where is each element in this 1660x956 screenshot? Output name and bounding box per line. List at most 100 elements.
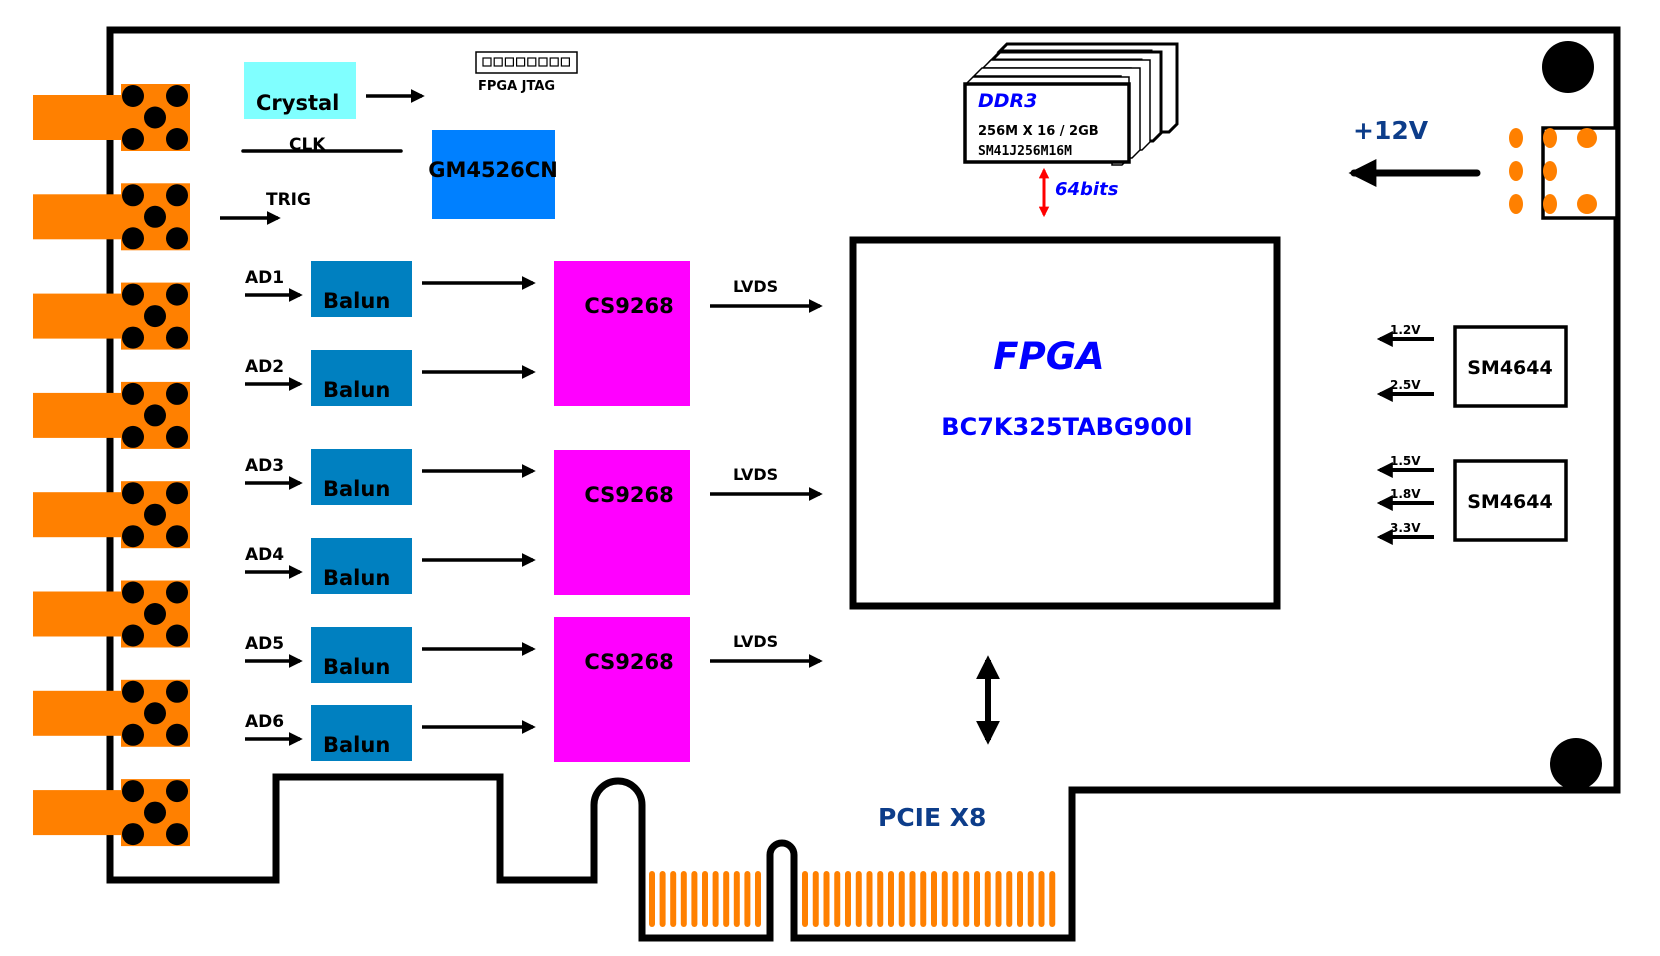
sma-pin [166,326,188,349]
gold-finger [744,871,751,927]
jtag-pin [493,57,503,67]
lvds-label: LVDS [733,277,778,296]
balun-block [311,449,412,505]
pcie-label: PCIE X8 [878,803,986,832]
balun-label: Balun [323,733,390,757]
sma-connector [33,580,190,648]
sma-pin [166,128,188,150]
sma-pin [122,780,144,803]
sma-pin [144,404,166,427]
crystal-label: Crystal [256,91,339,115]
sma-connector [33,679,190,747]
sma-connector [33,282,190,350]
sma-pin [144,305,166,328]
gold-finger [1049,871,1056,927]
jtag-pin [538,57,548,67]
sma-pin [166,823,188,846]
jtag-pin [549,57,559,67]
gold-finger [659,871,666,927]
mounting-hole-bottom [1550,738,1602,790]
power-connector [1509,126,1619,220]
balun-block [311,705,412,761]
channel-input-label: AD6 [245,712,284,732]
fpga-block [849,236,1281,610]
ddr3-memory-stack [963,42,1179,166]
adc-chip: CS9268 LVDS [554,261,823,406]
adc-label: CS9268 [584,483,673,507]
gold-finger [823,871,830,927]
sma-connectors [33,84,190,847]
sma-pin [166,525,188,548]
balun-block [311,627,412,683]
adc-label: CS9268 [584,650,673,674]
gold-finger [680,871,687,927]
rail-voltage-label: 3.3V [1390,521,1421,535]
sma-pin [122,326,144,349]
sma-pin [166,227,188,250]
gold-finger [733,871,740,927]
jtag-pin [560,57,571,67]
fpga-part: BC7K325TABG900I [941,413,1192,441]
adc-label: CS9268 [584,294,673,318]
balun-block [311,350,412,406]
gold-finger [877,871,884,927]
sma-pin [122,624,144,647]
sma-pin [166,85,188,107]
gold-finger [866,871,873,927]
sma-pin [122,382,144,405]
gold-finger [920,871,927,927]
gold-finger [995,871,1002,927]
gold-finger [898,871,905,927]
jtag-label: FPGA JTAG [478,79,555,94]
adc-block [554,617,690,762]
jtag-header[interactable] [475,51,578,74]
gold-finger [984,871,991,927]
channel-input-label: AD2 [245,357,284,377]
sma-pin [166,482,188,505]
sma-pin [144,702,166,725]
sma-pin [122,128,144,150]
sma-pin [122,227,144,250]
channel-input-label: AD1 [245,268,284,288]
sma-pin [166,780,188,803]
sma-pin [166,624,188,647]
gold-finger [909,871,916,927]
sma-connector [33,183,190,251]
clk-label: CLK [289,135,326,155]
balun-label: Balun [323,378,390,402]
gold-finger [974,871,980,927]
gold-finger [834,871,841,927]
sma-pin [122,823,144,846]
sma-pin [166,680,188,703]
gold-finger [941,871,948,927]
sma-pin [122,723,144,746]
lvds-label: LVDS [733,632,778,651]
adc-chip: CS9268 LVDS [554,617,823,762]
gold-finger [1038,871,1045,927]
rail-voltage-label: 1.2V [1390,323,1421,337]
sma-pin [122,680,144,703]
sma-pin [166,283,188,306]
gold-finger [691,871,698,927]
gold-finger [855,871,862,927]
balun-label: Balun [323,289,390,313]
ddr3-title: DDR3 [978,90,1037,112]
power-input-label: +12V [1353,116,1429,145]
balun-label: Balun [323,477,390,501]
clock-chip [432,130,555,219]
adc-block [554,261,690,406]
sma-pin [144,503,166,526]
gold-finger [963,871,970,927]
sma-pin [166,723,188,746]
rail-voltage-label: 1.5V [1390,454,1421,468]
sma-pin [144,603,166,625]
regulator-block [1453,459,1568,542]
balun-label: Balun [323,655,390,679]
ddr3-spec: 256M X 16 / 2GB [978,124,1099,139]
sma-pin [144,106,166,129]
gold-finger [723,871,730,927]
